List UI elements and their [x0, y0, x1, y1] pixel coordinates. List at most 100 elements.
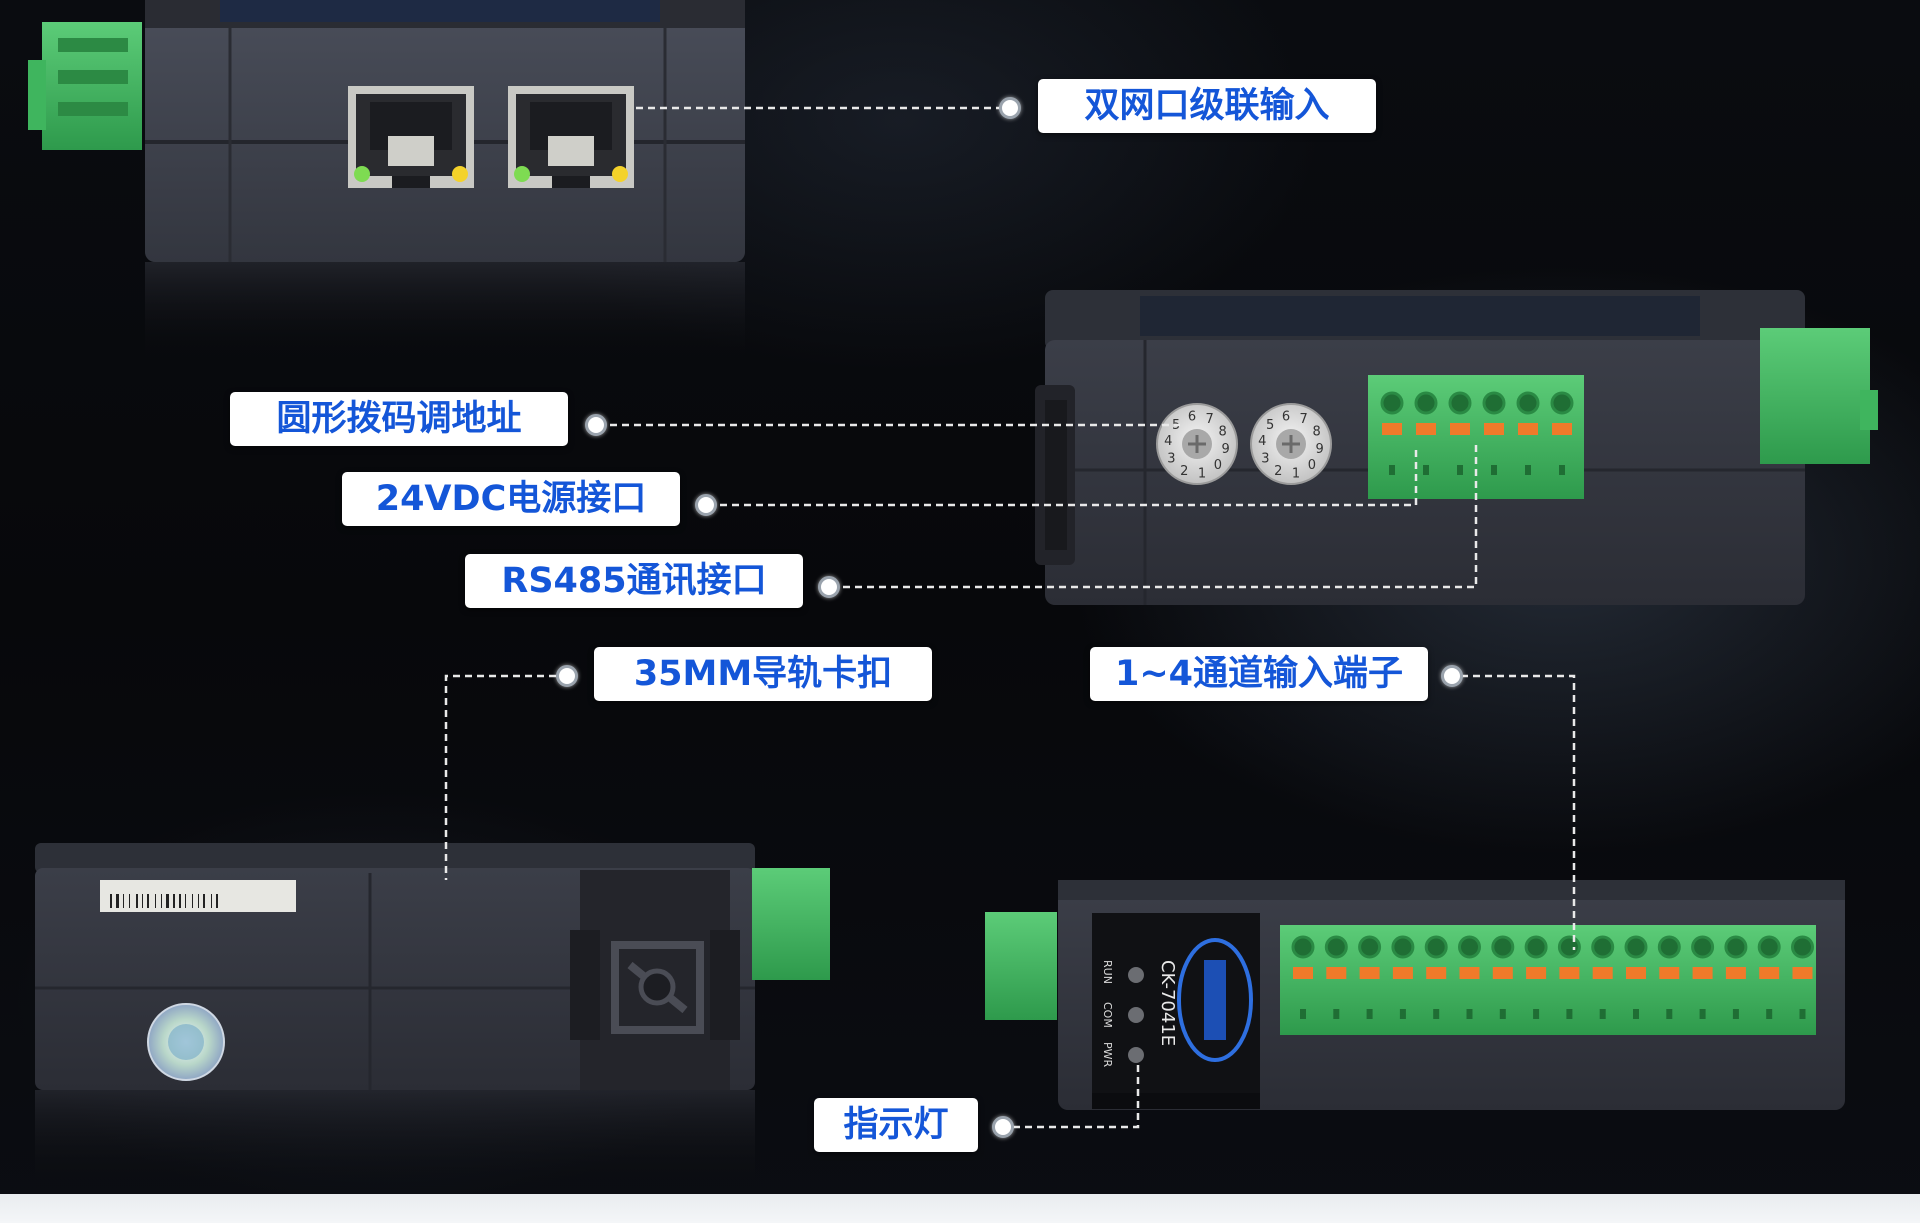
terminal-pin	[1559, 465, 1565, 475]
terminal-release-tab	[1725, 967, 1746, 979]
callout-dual-ethernet: 双网口级联输入	[1038, 79, 1376, 133]
barcode-bar	[142, 894, 143, 908]
dial-digit: 6	[1282, 409, 1290, 424]
terminal-screw	[1757, 935, 1781, 959]
callout-rotary-address: 圆形拨码调地址	[230, 392, 568, 446]
barcode-bar	[129, 894, 130, 908]
rotary-dip-switch-icon	[1250, 403, 1332, 485]
terminal-release-tab	[1359, 967, 1380, 979]
terminal-pin	[1300, 1009, 1306, 1019]
brand-logo	[1177, 938, 1253, 1062]
terminal-release-tab	[1392, 967, 1413, 979]
terminal-screw	[1724, 935, 1748, 959]
terminal-pin	[1433, 1009, 1440, 1019]
device-model-label: CK-7041E	[1157, 960, 1178, 1046]
callout-dot-din-rail	[556, 665, 578, 687]
callout-dot-dual-ethernet	[999, 97, 1021, 119]
dial-digit: 8	[1312, 424, 1320, 439]
terminal-screw	[1550, 391, 1574, 415]
terminal-screw	[1791, 935, 1814, 959]
terminal-release-tab	[1416, 423, 1436, 435]
terminal-block-icon	[1368, 375, 1584, 499]
led-label-run: RUN	[1101, 960, 1114, 984]
terminal-screw	[1448, 391, 1472, 415]
barcode-bar	[173, 894, 175, 908]
terminal-release-tab	[1659, 967, 1680, 979]
terminal-release-tab	[1526, 967, 1547, 979]
led-indicator-icon	[1128, 967, 1144, 1063]
terminal-pin	[1423, 465, 1429, 475]
terminal-release-tab	[1426, 967, 1447, 979]
led-label-pwr: PWR	[1101, 1042, 1114, 1068]
terminal-screw	[1557, 935, 1581, 959]
dial-digit: 3	[1261, 452, 1269, 467]
callout-dot-rotary	[585, 414, 607, 436]
terminal-release-tab	[1518, 423, 1538, 435]
leader-rs485	[843, 445, 1478, 589]
terminal-pin	[1389, 465, 1395, 475]
barcode-bar	[161, 894, 162, 908]
led-label-com: COM	[1101, 1002, 1114, 1028]
terminal-release-tab	[1552, 423, 1572, 435]
terminal-pin	[1399, 1009, 1406, 1019]
terminal-pin	[1491, 465, 1497, 475]
terminal-screw	[1591, 935, 1615, 959]
terminal-screw	[1358, 935, 1382, 959]
terminal-screw	[1391, 935, 1415, 959]
top-view-reflection	[145, 262, 745, 362]
front-view: CK-7041E RUN COM PWR	[985, 880, 1845, 1110]
terminal-pin	[1566, 1009, 1573, 1019]
terminal-screw	[1482, 391, 1506, 415]
bottom-band	[0, 1194, 1920, 1223]
terminal-block-icon	[1280, 925, 1816, 1035]
terminal-pin	[1333, 1009, 1340, 1019]
terminal-release-tab	[1492, 967, 1513, 979]
barcode-bar	[198, 894, 199, 908]
barcode-bar	[216, 894, 218, 908]
terminal-pin	[1457, 465, 1463, 475]
terminal-screw	[1691, 935, 1715, 959]
barcode-bar	[179, 894, 181, 908]
terminal-release-tab	[1559, 967, 1580, 979]
front-label-panel	[1092, 913, 1260, 1093]
dial-digit: 1	[1198, 467, 1206, 482]
terminal-pin	[1366, 1009, 1373, 1019]
callout-rs485: RS485通讯接口	[465, 554, 803, 608]
terminal-release-tab	[1326, 967, 1347, 979]
terminal-release-tab	[1293, 967, 1313, 979]
din-rail-clip-icon	[570, 870, 740, 1090]
barcode-bar	[185, 894, 186, 908]
leader-lines	[444, 106, 1576, 1129]
terminal-screw	[1524, 935, 1548, 959]
terminal-screw	[1424, 935, 1448, 959]
terminal-pin	[1732, 1009, 1739, 1019]
ethernet-port-icon	[348, 86, 474, 188]
callout-power-24vdc: 24VDC电源接口	[342, 472, 680, 526]
barcode-bar	[110, 894, 112, 908]
dial-digit: 1	[1292, 467, 1300, 482]
dial-digit: 4	[1258, 434, 1266, 449]
callout-input-terminals: 1~4通道输入端子	[1090, 647, 1428, 701]
dial-digit: 6	[1188, 409, 1196, 424]
terminal-screw	[1380, 391, 1404, 415]
terminal-screw	[1291, 935, 1315, 959]
dial-digit: 7	[1300, 412, 1308, 427]
terminal-pin	[1499, 1009, 1506, 1019]
barcode-bar	[166, 894, 169, 908]
callout-din-rail: 35MM导轨卡扣	[594, 647, 932, 701]
dial-digit: 9	[1316, 442, 1324, 457]
terminal-release-tab	[1626, 967, 1646, 979]
leader-din-rail	[444, 674, 556, 880]
dial-digit: 5	[1266, 418, 1274, 433]
dial-digit: 8	[1218, 424, 1226, 439]
rail-view	[35, 843, 830, 1190]
dial-digit: 2	[1180, 464, 1188, 479]
terminal-pin	[1466, 1009, 1473, 1019]
terminal-screw	[1516, 391, 1540, 415]
callout-dot-indicator	[992, 1116, 1014, 1138]
terminal-pin	[1533, 1009, 1540, 1019]
